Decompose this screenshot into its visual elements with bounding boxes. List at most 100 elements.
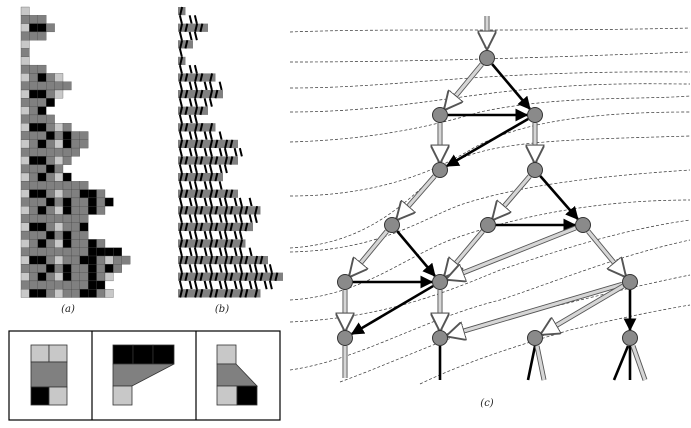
cell: [96, 289, 106, 298]
cell: [29, 280, 38, 290]
cell-gray: [185, 239, 193, 248]
cell: [54, 131, 64, 140]
cell-gray: [185, 139, 193, 149]
cell: [215, 181, 223, 190]
node-n9: [337, 274, 353, 290]
cell-gray: [185, 189, 193, 198]
stripe: [269, 272, 274, 282]
stripe: [244, 255, 249, 265]
node-n11: [622, 274, 638, 290]
stripe: [218, 131, 223, 141]
stripe: [199, 239, 204, 248]
cell: [62, 289, 72, 298]
stripe: [188, 15, 193, 24]
cell: [20, 164, 30, 174]
stripe: [188, 247, 193, 257]
stripe: [209, 139, 214, 149]
stripe: [223, 147, 228, 157]
stripe: [178, 230, 183, 240]
stripe: [179, 89, 184, 99]
cell: [96, 247, 106, 257]
cell: [185, 114, 193, 124]
stripe: [214, 172, 219, 182]
stripe: [223, 230, 228, 240]
cell: [29, 189, 38, 199]
stripe: [179, 272, 184, 282]
stripe: [238, 280, 243, 290]
cell: [245, 197, 253, 207]
stripe: [244, 205, 249, 215]
stripe: [178, 264, 183, 273]
cell: [37, 214, 47, 223]
stripe: [203, 264, 208, 273]
stripe: [199, 205, 204, 215]
stripe: [184, 172, 189, 182]
stripe: [223, 247, 228, 257]
cell: [54, 164, 64, 174]
stripe: [193, 15, 198, 24]
stripe: [208, 230, 213, 240]
cell: [79, 255, 89, 265]
stripe: [203, 131, 208, 141]
cell: [20, 98, 30, 107]
stripe: [178, 15, 183, 24]
cell: [185, 131, 193, 140]
cell: [215, 81, 223, 90]
cell: [79, 272, 89, 282]
cell: [88, 239, 97, 248]
dashed-curve: [419, 304, 691, 385]
cell: [71, 139, 80, 149]
stripe: [254, 288, 259, 298]
stripe: [209, 222, 214, 232]
cell: [62, 222, 72, 232]
stripe: [254, 272, 259, 282]
rule-1-diagram: [30, 344, 68, 406]
cell: [37, 139, 47, 149]
cell-gray: [260, 272, 268, 281]
cell: [46, 222, 55, 232]
cell: [200, 81, 208, 90]
stripe: [214, 239, 219, 248]
stripe: [179, 139, 184, 149]
stripe: [179, 172, 184, 182]
edge-dark: [539, 175, 579, 220]
cell: [230, 231, 238, 240]
cell: [200, 98, 208, 107]
edge-light: [493, 175, 532, 219]
stripe: [248, 247, 253, 257]
cell: [37, 206, 47, 215]
cell: [62, 264, 72, 273]
cell: [46, 181, 55, 190]
stripe: [214, 89, 219, 99]
cell: [54, 197, 64, 207]
cell: [215, 131, 223, 140]
cell: [20, 6, 30, 16]
cell: [200, 148, 208, 157]
stripe: [239, 222, 244, 232]
stripe: [239, 239, 244, 248]
cell: [96, 264, 106, 273]
cell: [245, 214, 253, 223]
cell-gray: [185, 206, 193, 215]
cell: [37, 73, 47, 82]
stripe: [238, 197, 243, 207]
stripe: [199, 156, 204, 165]
cell-gray: [185, 23, 193, 32]
stripe: [209, 156, 214, 165]
node-n3: [527, 107, 543, 123]
stripe: [229, 288, 234, 298]
cell: [37, 123, 47, 132]
cell: [20, 156, 30, 165]
stripe: [208, 197, 213, 207]
edge-light: [397, 174, 436, 219]
cell-gray: [215, 222, 223, 232]
cell: [71, 189, 80, 199]
cell: [46, 247, 55, 257]
stripe: [208, 181, 213, 190]
edge-dark: [396, 230, 436, 277]
cell-gray: [185, 156, 193, 165]
dashed-curve: [289, 27, 691, 33]
cell: [96, 239, 106, 248]
cell: [88, 255, 97, 265]
cell-gray: [230, 206, 238, 215]
